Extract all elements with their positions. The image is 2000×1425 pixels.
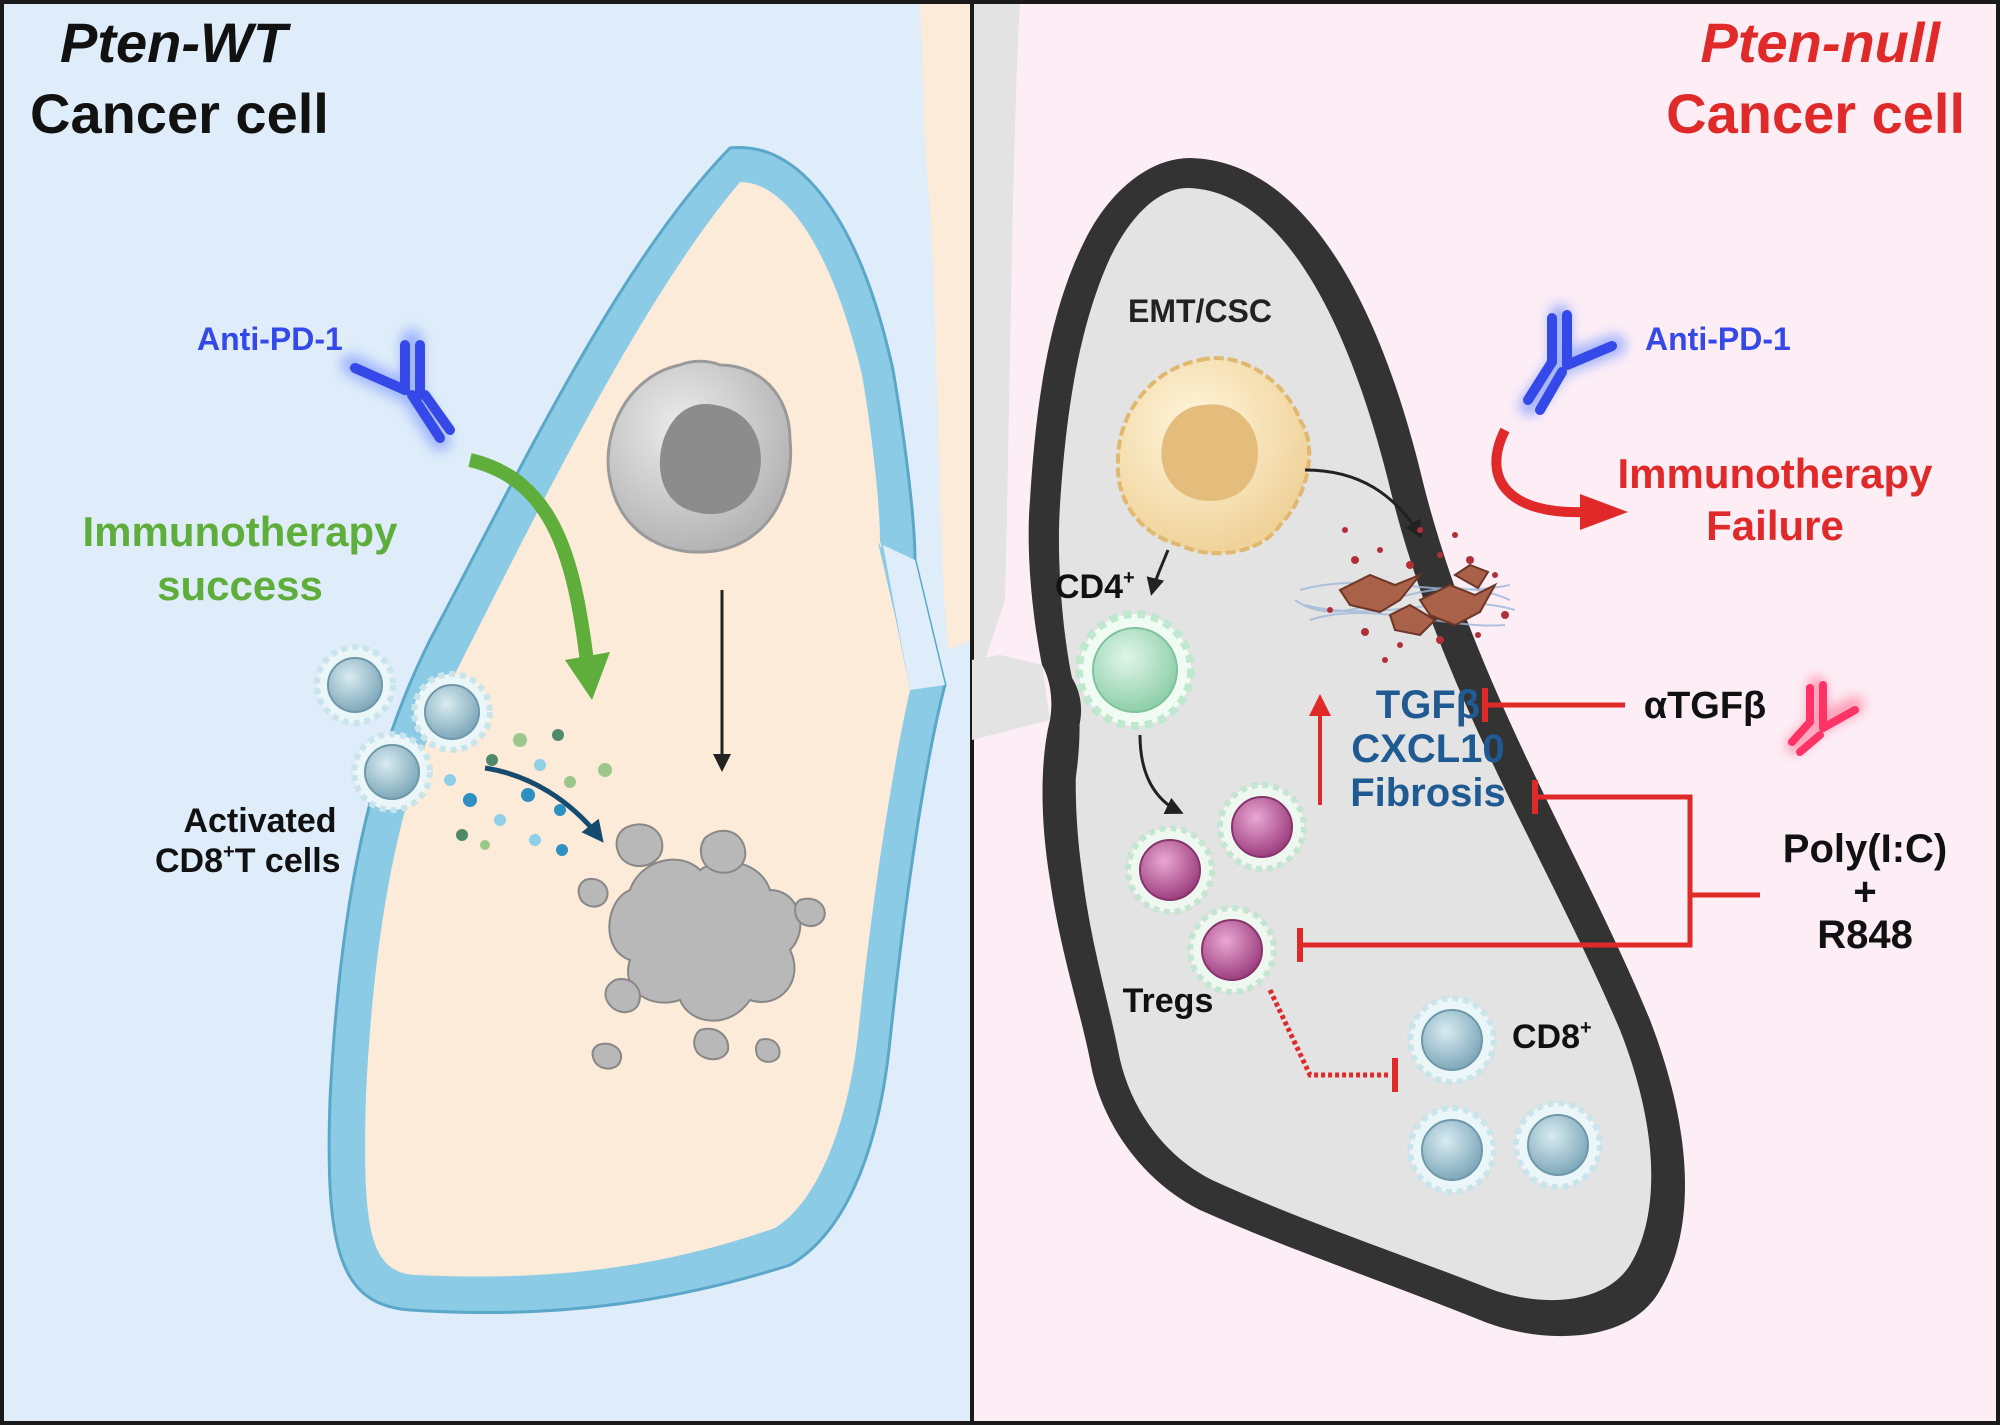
left-lung-fragment-center (920, 0, 972, 650)
treg-cell (1125, 825, 1215, 915)
agonist-line1: Poly(I:C) (1783, 827, 1947, 871)
dead-cancer-cell (577, 823, 826, 1070)
right-lung-notch-outline (1050, 678, 1080, 800)
anti-pd1-antibody-right-icon (1519, 304, 1626, 416)
factor-cxcl10: CXCL10 (1351, 727, 1504, 771)
cd4-label: CD4+ (1055, 567, 1135, 606)
t-cell (1513, 1100, 1603, 1190)
emt-to-cd4-arrow (1146, 549, 1170, 596)
treg-label: Tregs (1123, 982, 1214, 1020)
failure-arrow (1491, 427, 1586, 518)
cd4-text: CD4 (1055, 568, 1123, 606)
t-cell (1407, 995, 1497, 1085)
activated-cd8-t-cells (314, 644, 493, 813)
right-title-line2: Cancer cell (1666, 82, 1965, 145)
cd8-right-superscript: + (1580, 1017, 1592, 1039)
cd8-text: CD8 (1512, 1018, 1580, 1056)
left-title-line1: Pten-WT (60, 11, 292, 74)
right-title-line1: Pten-null (1700, 11, 1941, 74)
left-tcell-label-line2: CD8+T cells (155, 841, 341, 880)
success-arrowhead (565, 652, 610, 700)
left-lung-gap (883, 545, 945, 690)
cd8-label-right: CD8+ (1512, 1017, 1592, 1056)
cd8-superscript: + (223, 841, 235, 863)
agonist-line2: + (1853, 870, 1876, 914)
right-outcome-line2: Failure (1706, 502, 1844, 549)
atgfb-antibody-icon (1786, 676, 1864, 756)
cd4-superscript: + (1123, 567, 1135, 589)
cd8-prefix: CD8 (155, 842, 223, 880)
emt-csc-cell (1115, 356, 1312, 556)
left-antibody-label: Anti-PD-1 (197, 321, 343, 357)
right-outcome-line1: Immunotherapy (1617, 450, 1933, 497)
right-antibody-label: Anti-PD-1 (1645, 321, 1791, 357)
left-title-line2: Cancer cell (30, 82, 329, 145)
cd4-t-cell (1075, 610, 1195, 730)
agonist-line3: R848 (1817, 913, 1913, 957)
failure-arrowhead (1580, 494, 1628, 530)
success-arrow (468, 453, 595, 671)
factor-tgfb: TGFβ (1376, 683, 1480, 727)
left-outcome-line1: Immunotherapy (82, 508, 398, 555)
agonist-inhibition-bracket (1300, 794, 1693, 948)
cytokine-arrow (484, 765, 604, 843)
treg-cells (1125, 782, 1307, 995)
emt-to-fibrosis-arrow (1304, 468, 1423, 539)
fibroblast-cluster (1294, 527, 1516, 663)
anti-pd1-antibody-left-icon (341, 329, 455, 451)
pten-wt-cancer-cell (606, 359, 793, 554)
treg-suppression-line (1267, 988, 1390, 1078)
t-cell (411, 671, 493, 753)
factor-fibrosis: Fibrosis (1350, 771, 1506, 815)
cd4-to-treg-arrow (1138, 734, 1184, 815)
left-outcome-line2: success (157, 562, 323, 609)
atgfb-label: αTGFβ (1644, 685, 1767, 727)
right-lung-notch (972, 655, 1050, 740)
treg-cell (1187, 905, 1277, 995)
emt-csc-label: EMT/CSC (1128, 293, 1272, 329)
treg-cell (1217, 782, 1307, 872)
cytokine-particles (444, 729, 612, 856)
cd8-t-cells-right (1407, 995, 1603, 1195)
right-lung-fragment-center (972, 0, 1020, 660)
t-cells-suffix: T cells (235, 842, 341, 880)
t-cell (314, 644, 396, 726)
left-tcell-label-line1: Activated (183, 802, 336, 840)
t-cell (351, 731, 433, 813)
t-cell (1407, 1105, 1497, 1195)
